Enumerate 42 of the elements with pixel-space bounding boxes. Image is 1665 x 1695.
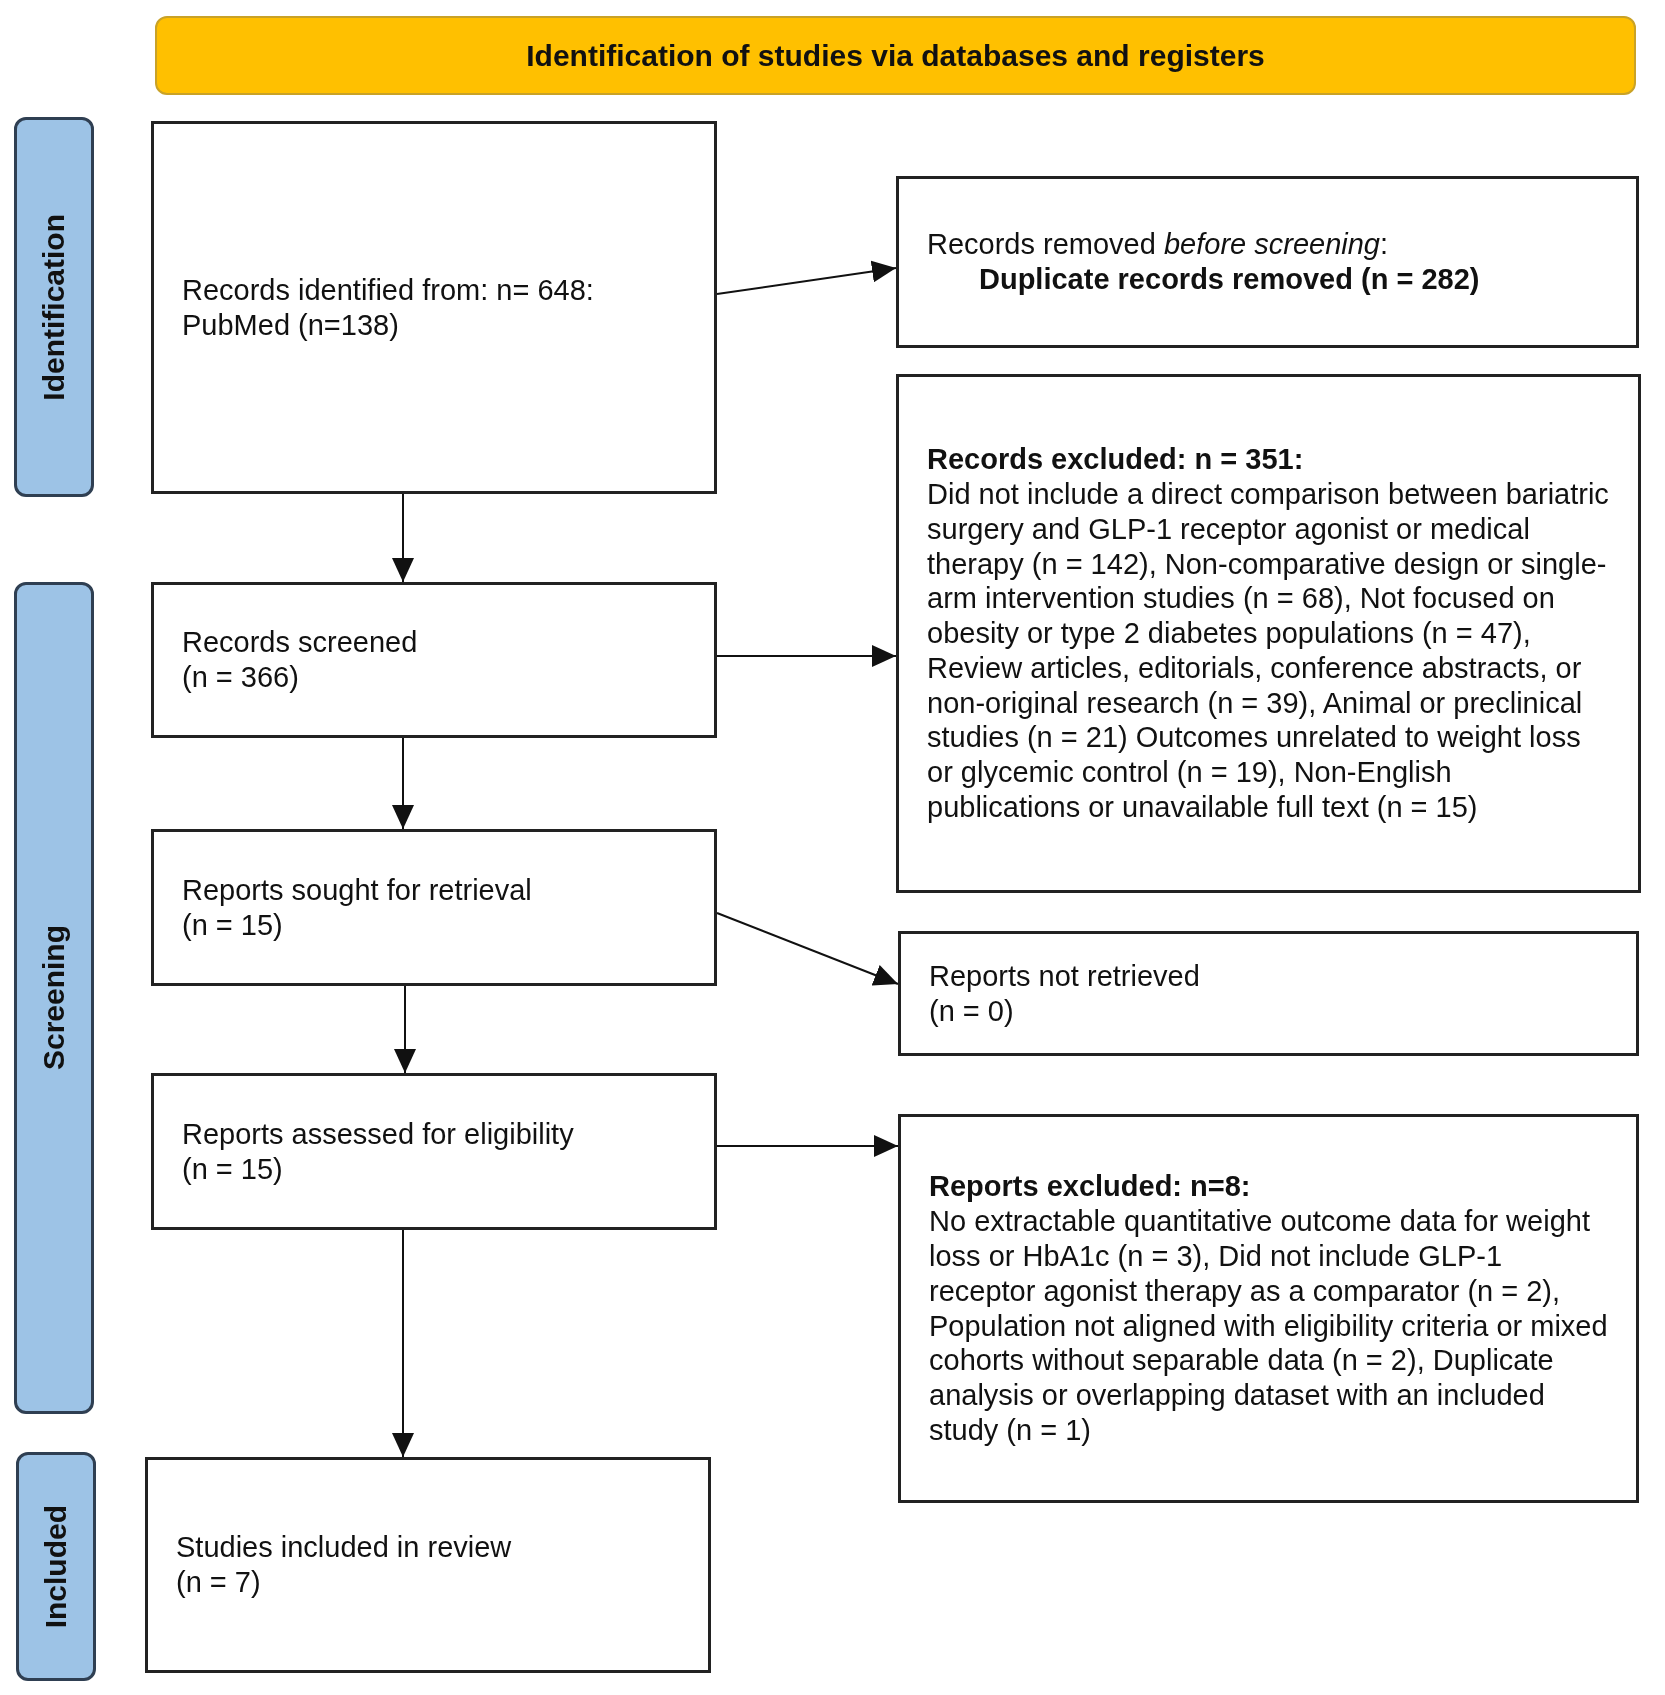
box-text: (n = 366) <box>182 660 300 695</box>
header-title: Identification of studies via databases and registers <box>526 38 1265 73</box>
box-heading: Duplicate records removed (n = 282) <box>978 262 1481 297</box>
arrow <box>394 985 416 1074</box>
process-box <box>898 1114 1639 1503</box>
arrow <box>392 493 414 583</box>
section-header <box>155 16 1636 95</box>
phase-label: Screening <box>37 925 71 1071</box>
box-text: Reports assessed for eligibility <box>182 1116 575 1152</box>
box-heading: Reports excluded: n=8: <box>929 1169 1252 1205</box>
box-text: Studies included in review <box>176 1530 513 1565</box>
phase-band <box>16 1452 96 1681</box>
box-text: (n = 7) <box>176 1565 262 1600</box>
process-box <box>145 1457 711 1673</box>
box-text: (n = 15) <box>182 1151 284 1187</box>
process-box <box>151 1073 717 1230</box>
arrow <box>716 645 897 667</box>
box-text: Reports sought for retrieval <box>182 872 533 908</box>
arrow <box>716 260 897 295</box>
phase-label: Included <box>39 1504 73 1629</box>
phase-band <box>14 117 94 497</box>
process-box <box>151 582 717 738</box>
box-text: Records removed before screening: <box>927 227 1390 262</box>
box-heading: Records excluded: n = 351: <box>927 442 1305 477</box>
arrow <box>392 737 414 830</box>
phase-band <box>14 582 94 1414</box>
box-text: Records screened <box>182 625 419 660</box>
process-box <box>151 121 717 494</box>
box-text: (n = 0) <box>929 993 1015 1029</box>
process-box <box>896 374 1641 893</box>
box-text: Reports not retrieved <box>929 958 1201 994</box>
box-text: Records identified from: n= 648: PubMed (n=138) <box>182 272 595 343</box>
box-text: Did not include a direct comparison between bariatric surgery and GLP-1 receptor agonist or medical therapy (n = 142), Non-comparative design or single-arm intervention studies (n = 68), Not focused on obesity or type 2 diabetes populations (n = 47), Review articles, editorials, conference abstracts, or non-original research (n = 39), Animal or preclinical studies (n = 21) Outcomes unrelated to weight loss or glycemic control (n = 19), Non-English publications or unavailable full text (n = 15) <box>927 476 1610 825</box>
box-text: No extractable quantitative outcome data for weight loss or HbA1c (n = 3), Did not include GLP-1 receptor agonist therapy as a comparator (n = 2), Population not aligned with eligibility criteria or mixed cohorts without separable data (n = 2), Duplicate analysis or overlapping dataset with an included study (n = 1) <box>929 1204 1609 1448</box>
process-box <box>898 931 1639 1056</box>
arrow <box>716 1135 899 1157</box>
box-text: (n = 15) <box>182 907 284 943</box>
phase-label: Identification <box>37 213 71 401</box>
arrow <box>392 1229 414 1458</box>
process-box <box>151 829 717 986</box>
process-box <box>896 176 1639 348</box>
arrow <box>716 912 899 986</box>
